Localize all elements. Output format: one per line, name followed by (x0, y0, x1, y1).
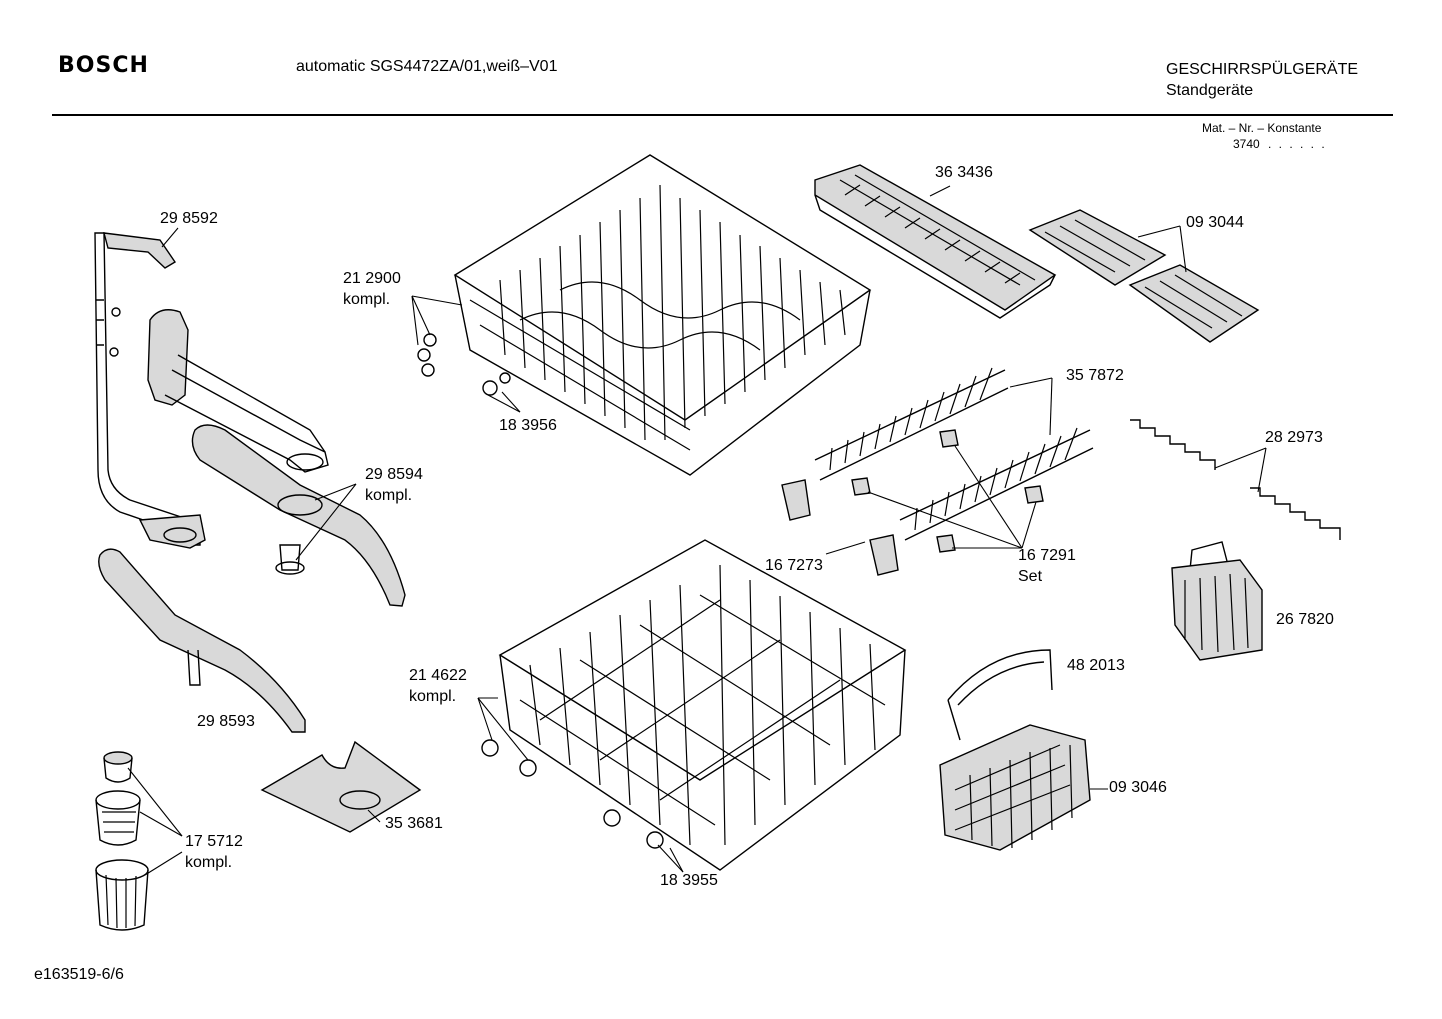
part-label-21-4622: 21 4622 (409, 667, 467, 684)
part-label-17-5712-suffix: kompl. (185, 854, 233, 871)
part-label-09-3046: 09 3046 (1109, 779, 1167, 796)
part-label-26-7820: 26 7820 (1276, 611, 1334, 628)
part-label-21-4622-suffix: kompl. (409, 688, 457, 705)
cutlery-tray-part (814, 164, 1057, 319)
part-label-16-7291-suffix: Set (1018, 568, 1043, 585)
part-label-29-8592: 29 8592 (160, 210, 218, 227)
part-label-18-3955: 18 3955 (660, 872, 718, 889)
part-label-16-7273: 16 7273 (765, 557, 823, 574)
leader-lines (127, 185, 1267, 876)
spray-arm-upper-part (191, 424, 406, 607)
header-divider (52, 114, 1393, 116)
part-label-48-2013: 48 2013 (1067, 657, 1125, 674)
basket-handle-part (947, 649, 1053, 741)
cutlery-basket-large-part (939, 724, 1091, 851)
filter-plate-part (260, 740, 422, 833)
clips-part (781, 429, 1044, 576)
part-label-17-5712: 17 5712 (185, 833, 243, 850)
tine-rows-part (814, 367, 1094, 541)
part-label-18-3956: 18 3956 (499, 417, 557, 434)
upper-spray-arm-part (147, 309, 329, 473)
part-label-21-2900: 21 2900 (343, 270, 401, 287)
part-label-35-7872: 35 7872 (1066, 367, 1124, 384)
part-label-29-8594: 29 8594 (365, 466, 423, 483)
part-label-35-3681: 35 3681 (385, 815, 443, 832)
part-label-21-2900-suffix: kompl. (343, 291, 391, 308)
part-label-09-3044: 09 3044 (1186, 214, 1244, 231)
spray-tube-part (94, 232, 206, 549)
category-title: GESCHIRRSPÜLGERÄTE (1166, 61, 1359, 78)
part-label-29-8594-suffix: kompl. (365, 487, 413, 504)
part-label-28-2973: 28 2973 (1265, 429, 1323, 446)
cup-shelf-part (1130, 419, 1341, 540)
lower-basket-part (481, 539, 907, 871)
spray-arm-lower-part (98, 548, 306, 733)
cutlery-basket-small-part (1171, 541, 1263, 661)
insert-racks-part (1028, 209, 1260, 343)
part-label-29-8593: 29 8593 (197, 713, 255, 730)
part-label-36-3436: 36 3436 (935, 164, 993, 181)
filter-set-part (95, 751, 149, 931)
mat-value: 3740 (1233, 137, 1260, 151)
model-title: automatic SGS4472ZA/01,weiß–V01 (296, 58, 558, 75)
brand-logo: BOSCH (58, 53, 149, 78)
document-id: e163519-6/6 (34, 966, 124, 983)
category-subtitle: Standgeräte (1166, 82, 1254, 99)
part-label-16-7291: 16 7291 (1018, 547, 1076, 564)
mat-label: Mat. – Nr. – Konstante (1202, 121, 1322, 135)
mat-dots: . . . . . . (1268, 137, 1327, 151)
upper-basket-part (417, 154, 872, 476)
